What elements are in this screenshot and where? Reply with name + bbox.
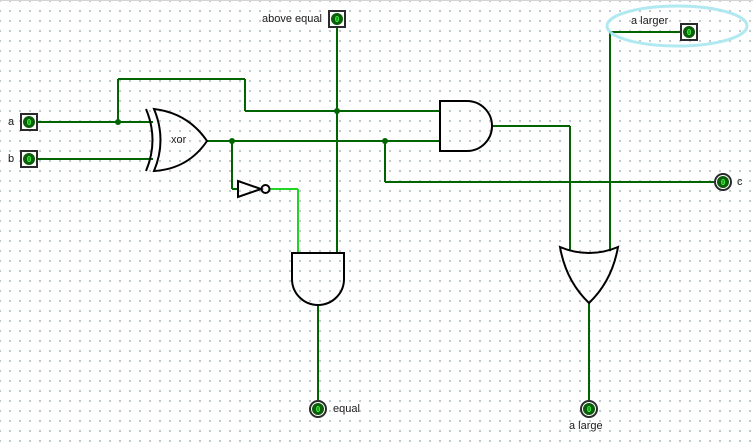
- input-pin-b[interactable]: 0: [20, 150, 38, 168]
- output-pin-equal[interactable]: 0: [309, 400, 327, 418]
- pin-label-a-larger: a larger: [631, 15, 669, 27]
- xor-gate[interactable]: [152, 107, 209, 173]
- pin-value: 0: [312, 403, 324, 415]
- pin-label-b: b: [8, 153, 15, 165]
- xor-gate-back-arc: [145, 108, 154, 172]
- pin-label-equal: equal: [333, 403, 360, 415]
- pin-value: 0: [583, 403, 595, 415]
- wire-junction: [382, 138, 388, 144]
- pin-label-a: a: [8, 116, 15, 128]
- pin-value: 0: [683, 26, 695, 38]
- not-gate[interactable]: [237, 179, 265, 199]
- wire-junction: [115, 119, 121, 125]
- pin-value: 0: [23, 116, 35, 128]
- wire-junction: [229, 138, 235, 144]
- and-gate-bottom[interactable]: [291, 252, 345, 306]
- output-pin-c[interactable]: 0: [714, 173, 732, 191]
- wire-junction: [334, 108, 340, 114]
- pin-label-a-large: a large: [569, 420, 603, 432]
- pin-label-c: c: [737, 176, 743, 188]
- pin-value: 0: [331, 13, 343, 25]
- and-gate-top[interactable]: [439, 100, 493, 152]
- pin-value: 0: [717, 176, 729, 188]
- output-pin-a-large[interactable]: 0: [580, 400, 598, 418]
- gate-label-xor: xor: [171, 134, 187, 146]
- pin-label-above-equal: above equal: [262, 13, 322, 25]
- not-gate-bubble: [260, 184, 271, 194]
- input-pin-a[interactable]: 0: [20, 113, 38, 131]
- pin-value: 0: [23, 153, 35, 165]
- input-pin-above-equal[interactable]: 0: [328, 10, 346, 28]
- or-gate-bottom[interactable]: [558, 245, 620, 305]
- highlight-ellipse: [605, 4, 749, 48]
- input-pin-a-larger[interactable]: 0: [680, 23, 698, 41]
